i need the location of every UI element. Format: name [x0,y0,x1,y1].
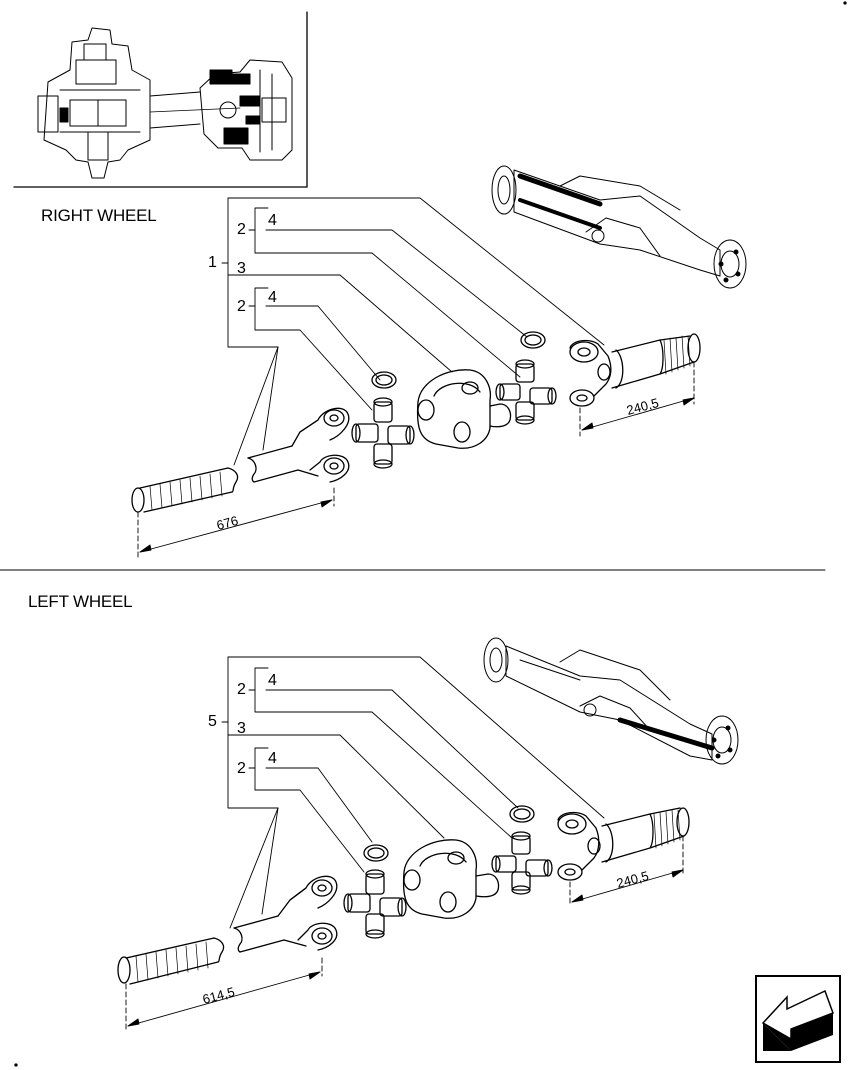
left-coupling-ref: 3 [237,720,246,737]
right-wheel-title: RIGHT WHEEL [41,206,157,225]
right-yoke-ref-b: 2 [237,298,246,315]
right-double-yoke-coupling [416,369,512,449]
left-circlip-a [363,844,389,862]
left-double-yoke-coupling [402,839,500,919]
left-universal-joint-cross-b [491,831,553,895]
left-dim-stub-length: 240,5 [615,868,650,891]
right-circlip-b [520,331,546,349]
right-stub-shaft [569,333,701,407]
right-circlip-ref-a: 4 [268,212,277,229]
right-assembly-ref: 1 [208,254,217,271]
left-universal-joint-cross-a [343,869,407,939]
front-axle-iso-icon [491,165,747,289]
left-wheel-title: LEFT WHEEL [28,592,133,611]
left-assembly-ref: 5 [208,713,217,730]
left-circlip-b [509,805,535,823]
arrow-back-icon [761,989,834,1051]
right-dim-shaft-length: 676 [215,513,240,533]
left-callout-tree [221,656,605,929]
corner-dot [14,1063,18,1067]
right-universal-joint-cross-a [351,397,415,469]
left-shaft-yoke [289,875,338,951]
left-circlip-ref-b: 4 [268,750,277,767]
thumbnail-frame [13,11,308,188]
right-axle-shaft [131,419,319,513]
left-dim-shaft-length: 614,5 [201,984,236,1007]
right-dimension-lines [137,361,695,561]
right-shaft-yoke [299,407,350,483]
left-axle-shaft [117,887,307,985]
left-circlip-ref-a: 4 [268,672,277,689]
corner-dot [843,1,847,5]
left-yoke-ref-b: 2 [237,760,246,777]
left-dimension-lines [125,835,684,1033]
axle-cutaway-thumbnail-icon [37,27,293,179]
back-navigation-button[interactable] [755,975,841,1063]
right-circlip-ref-b: 4 [268,289,277,306]
front-axle-iso-icon-left [483,637,739,765]
right-callout-tree [221,197,605,466]
right-circlip-a [371,371,397,389]
left-yoke-ref-a: 2 [237,681,246,698]
left-stub-shaft [557,807,690,881]
right-dim-stub-length: 240,5 [625,395,660,418]
right-yoke-ref-a: 2 [237,221,246,238]
right-coupling-ref: 3 [237,260,246,277]
right-universal-joint-cross-b [495,359,557,425]
